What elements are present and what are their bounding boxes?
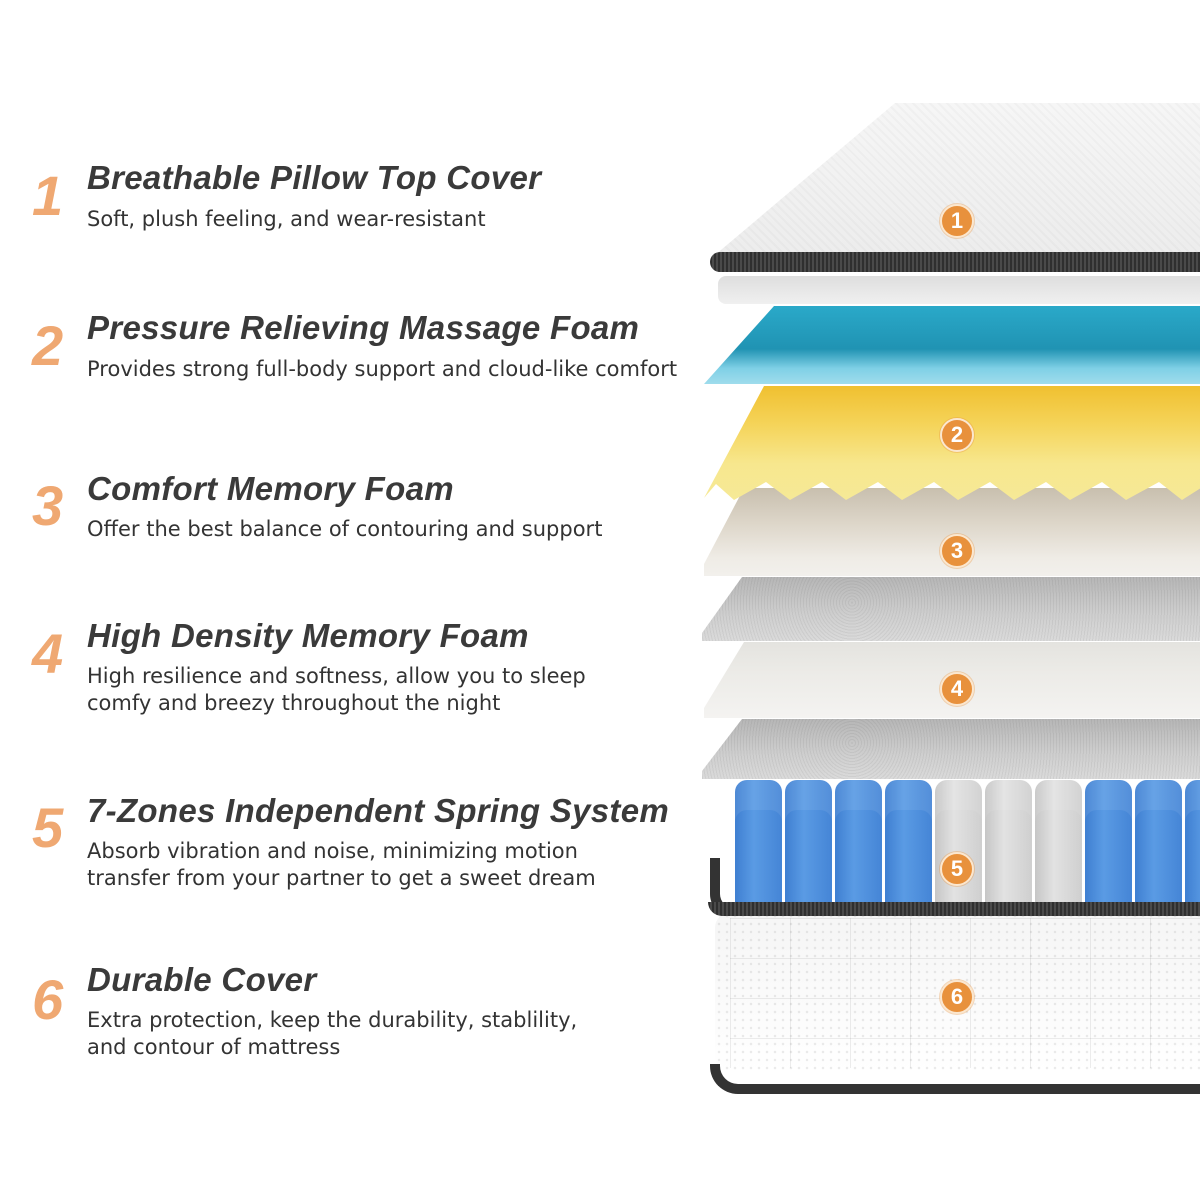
feature-title: Durable Cover: [87, 961, 317, 998]
spring-coil-zone-blue: [885, 780, 932, 910]
spring-coil-zone-blue: [1085, 780, 1132, 910]
gel-massage-foam-layer: [704, 306, 1200, 384]
spring-coil-zone-blue: [1135, 780, 1182, 910]
layer-badge-5: 5: [940, 852, 974, 886]
felt-pad-layer-upper: [702, 577, 1200, 641]
feature-number: 2: [32, 314, 64, 377]
pillow-top-piping: [710, 252, 1200, 272]
comfort-memory-foam-layer: [704, 488, 1200, 576]
quilted-pattern: [730, 918, 1200, 1068]
spring-coil-zone-gray: [1035, 780, 1082, 910]
layer-badge-3: 3: [940, 534, 974, 568]
feature-description-line-2: and contour of mattress: [87, 1035, 341, 1059]
feature-number: 6: [32, 968, 64, 1031]
feature-description: Soft, plush feeling, and wear-resistant: [87, 207, 486, 231]
feature-title: Comfort Memory Foam: [87, 470, 454, 507]
feature-description-line-2: transfer from your partner to get a swee…: [87, 866, 596, 890]
feature-number: 4: [32, 622, 64, 685]
pillow-top-underside: [718, 276, 1200, 304]
feature-title: Pressure Relieving Massage Foam: [87, 309, 640, 346]
spring-frame-edge: [710, 858, 1200, 918]
cover-top-piping: [708, 902, 1200, 916]
feature-number: 3: [32, 474, 64, 537]
pillow-top-cover-layer: [715, 103, 1200, 263]
high-density-foam-layer: [704, 642, 1200, 718]
cover-bottom-piping: [710, 1064, 1200, 1094]
layer-badge-1: 1: [940, 204, 974, 238]
spring-coil-zone-blue: [735, 780, 782, 910]
felt-pad-layer-lower: [702, 719, 1200, 779]
spring-coil-zone-blue: [785, 780, 832, 910]
spring-coil-zone-gray: [935, 780, 982, 910]
feature-number: 1: [32, 164, 64, 227]
spring-coil-zone-gray: [985, 780, 1032, 910]
feature-title: High Density Memory Foam: [87, 617, 529, 654]
layer-badge-4: 4: [940, 672, 974, 706]
spring-coil-zone-blue: [835, 780, 882, 910]
layer-badge-2: 2: [940, 418, 974, 452]
feature-description: Provides strong full-body support and cl…: [87, 357, 678, 381]
feature-title: Breathable Pillow Top Cover: [87, 159, 542, 196]
egg-crate-foam-layer: [704, 386, 1200, 500]
pocket-spring-zones: [735, 780, 1200, 910]
feature-title: 7-Zones Independent Spring System: [87, 792, 669, 829]
durable-cover-layer: [715, 912, 1200, 1072]
layer-badge-6: 6: [940, 980, 974, 1014]
feature-description: Offer the best balance of contouring and…: [87, 517, 603, 541]
feature-description-line-1: High resilience and softness, allow you …: [87, 664, 586, 688]
feature-description-line-1: Absorb vibration and noise, minimizing m…: [87, 839, 578, 863]
spring-coil-zone-blue: [1185, 780, 1200, 910]
feature-description-line-2: comfy and breezy throughout the night: [87, 691, 501, 715]
feature-number: 5: [32, 796, 64, 859]
feature-description-line-1: Extra protection, keep the durability, s…: [87, 1008, 578, 1032]
